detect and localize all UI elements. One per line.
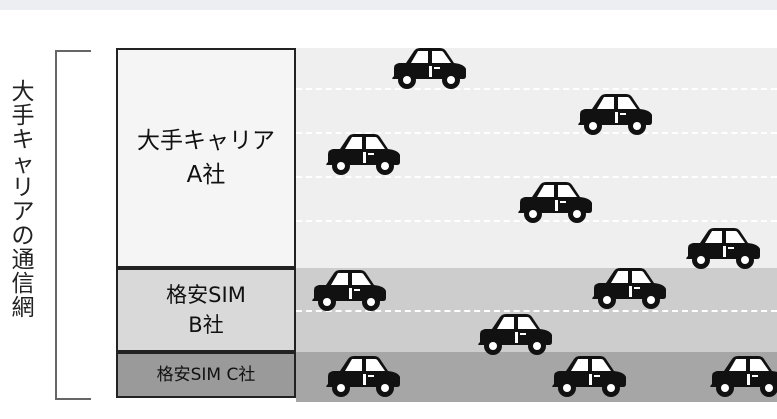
tier-b-company: B社 xyxy=(188,313,224,337)
tier-a-company: A社 xyxy=(186,162,226,188)
car-icon xyxy=(514,180,594,226)
car-icon xyxy=(308,268,388,314)
label-char: 大 xyxy=(11,79,35,105)
tier-c-name: 格安SIM C社 xyxy=(156,365,256,385)
tier-b-name: 格安SIM xyxy=(166,283,246,307)
lane-divider xyxy=(296,88,777,90)
label-char: ャ xyxy=(11,151,35,177)
car-icon xyxy=(322,132,402,178)
top-band xyxy=(0,0,777,10)
tier-a-box: 大手キャリア A社 xyxy=(116,48,296,268)
label-char: 網 xyxy=(11,295,35,321)
label-char: リ xyxy=(11,175,35,201)
car-icon xyxy=(322,354,402,400)
tier-c-box: 格安SIM C社 xyxy=(116,352,296,398)
car-icon xyxy=(706,354,777,400)
car-icon xyxy=(574,92,654,138)
label-char: ア xyxy=(11,199,35,225)
car-icon xyxy=(588,266,668,312)
tier-a-name: 大手キャリア xyxy=(137,128,275,154)
lane-divider xyxy=(296,310,777,312)
car-icon xyxy=(548,354,628,400)
label-char: 手 xyxy=(11,103,35,129)
tier-b-box: 格安SIM B社 xyxy=(116,268,296,352)
lane-divider xyxy=(296,176,777,178)
label-char: 信 xyxy=(11,271,35,297)
label-char: 通 xyxy=(11,247,35,273)
network-bracket xyxy=(55,50,91,400)
label-char: キ xyxy=(11,127,35,153)
car-icon xyxy=(474,312,554,358)
car-icon xyxy=(388,46,468,92)
lane-divider xyxy=(296,132,777,134)
label-char: の xyxy=(11,223,35,249)
car-icon xyxy=(682,226,762,272)
network-vertical-label: 大 手 キ ャ リ ア の 通 信 網 xyxy=(6,80,40,380)
